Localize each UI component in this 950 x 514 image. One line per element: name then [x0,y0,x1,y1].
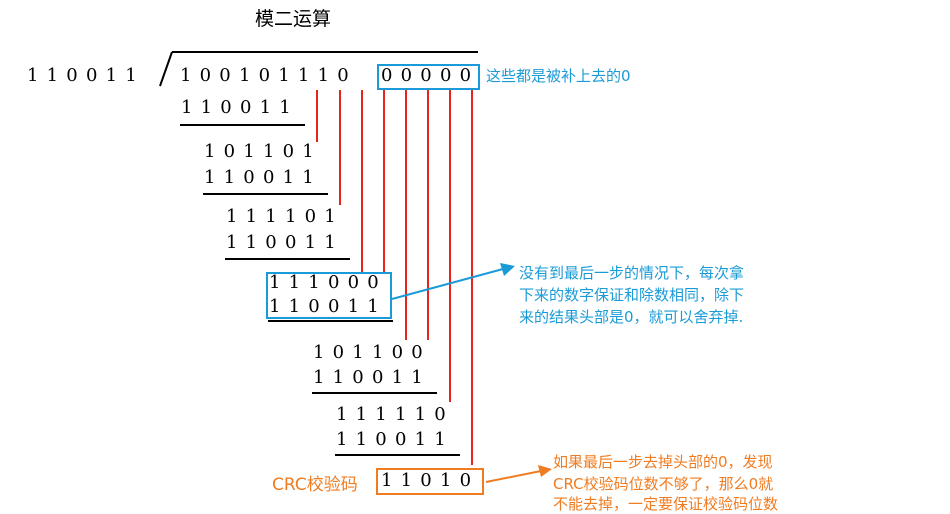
step-2-rule [203,193,328,195]
crc-note-line-3: 不能去掉，一定要保证校验码位数 [553,495,779,513]
step-5-remainder: 101100 [313,342,431,363]
step-6-rule [335,454,460,456]
padding-zeros-box [377,64,480,90]
bring-down-line [361,90,363,272]
middle-note-line-1: 没有到最后一步的情况下，每次拿 [519,264,745,282]
step-3-remainder: 111101 [226,206,344,227]
step-4-remainder: 111000 [269,272,387,293]
middle-note-arrowhead [500,263,515,276]
step-4-rule [268,320,393,322]
dividend-padding: 00000 [381,65,480,86]
step-4-subtrahend: 110011 [269,296,387,317]
step-2-subtrahend: 110011 [204,167,322,188]
bring-down-line [316,90,318,142]
step-1-rule [180,124,305,126]
step-5-subtrahend: 110011 [313,367,431,388]
padding-note: 这些都是被补上去的0 [486,67,631,85]
bring-down-line [405,90,407,340]
dividend-main: 100101110 [180,65,357,86]
bring-down-line [339,90,341,205]
bring-down-line [449,90,451,402]
crc-value-box [376,468,484,495]
bring-down-line [383,90,385,272]
step-3-subtrahend: 110011 [226,232,344,253]
step-2-remainder: 101101 [204,141,322,162]
bring-down-line [427,90,429,340]
middle-note-line-2: 下来的数字保证和除数相同，除下 [519,286,745,304]
step-4-highlight-box [266,272,392,319]
step-3-rule [225,258,350,260]
diagram-title: 模二运算 [255,8,332,30]
middle-note-arrow [391,268,504,300]
step-6-subtrahend: 110011 [336,429,454,450]
crc-note-arrowhead [538,465,552,477]
divisor: 110011 [27,65,145,86]
crc-note-line-1: 如果最后一步去掉头部的0，发现 [553,453,773,471]
crc-label: CRC校验码 [272,475,358,495]
step-5-rule [312,392,437,394]
step-6-remainder: 111110 [336,404,454,425]
middle-note-line-3: 来的结果头部是0，就可以舍弃掉. [519,308,744,326]
step-1-subtrahend: 110011 [181,97,299,118]
crc-value: 11010 [381,470,480,491]
crc-note-line-2: CRC校验码位数不够了，那么0就 [553,475,774,493]
crc-note-arrow [485,470,542,483]
